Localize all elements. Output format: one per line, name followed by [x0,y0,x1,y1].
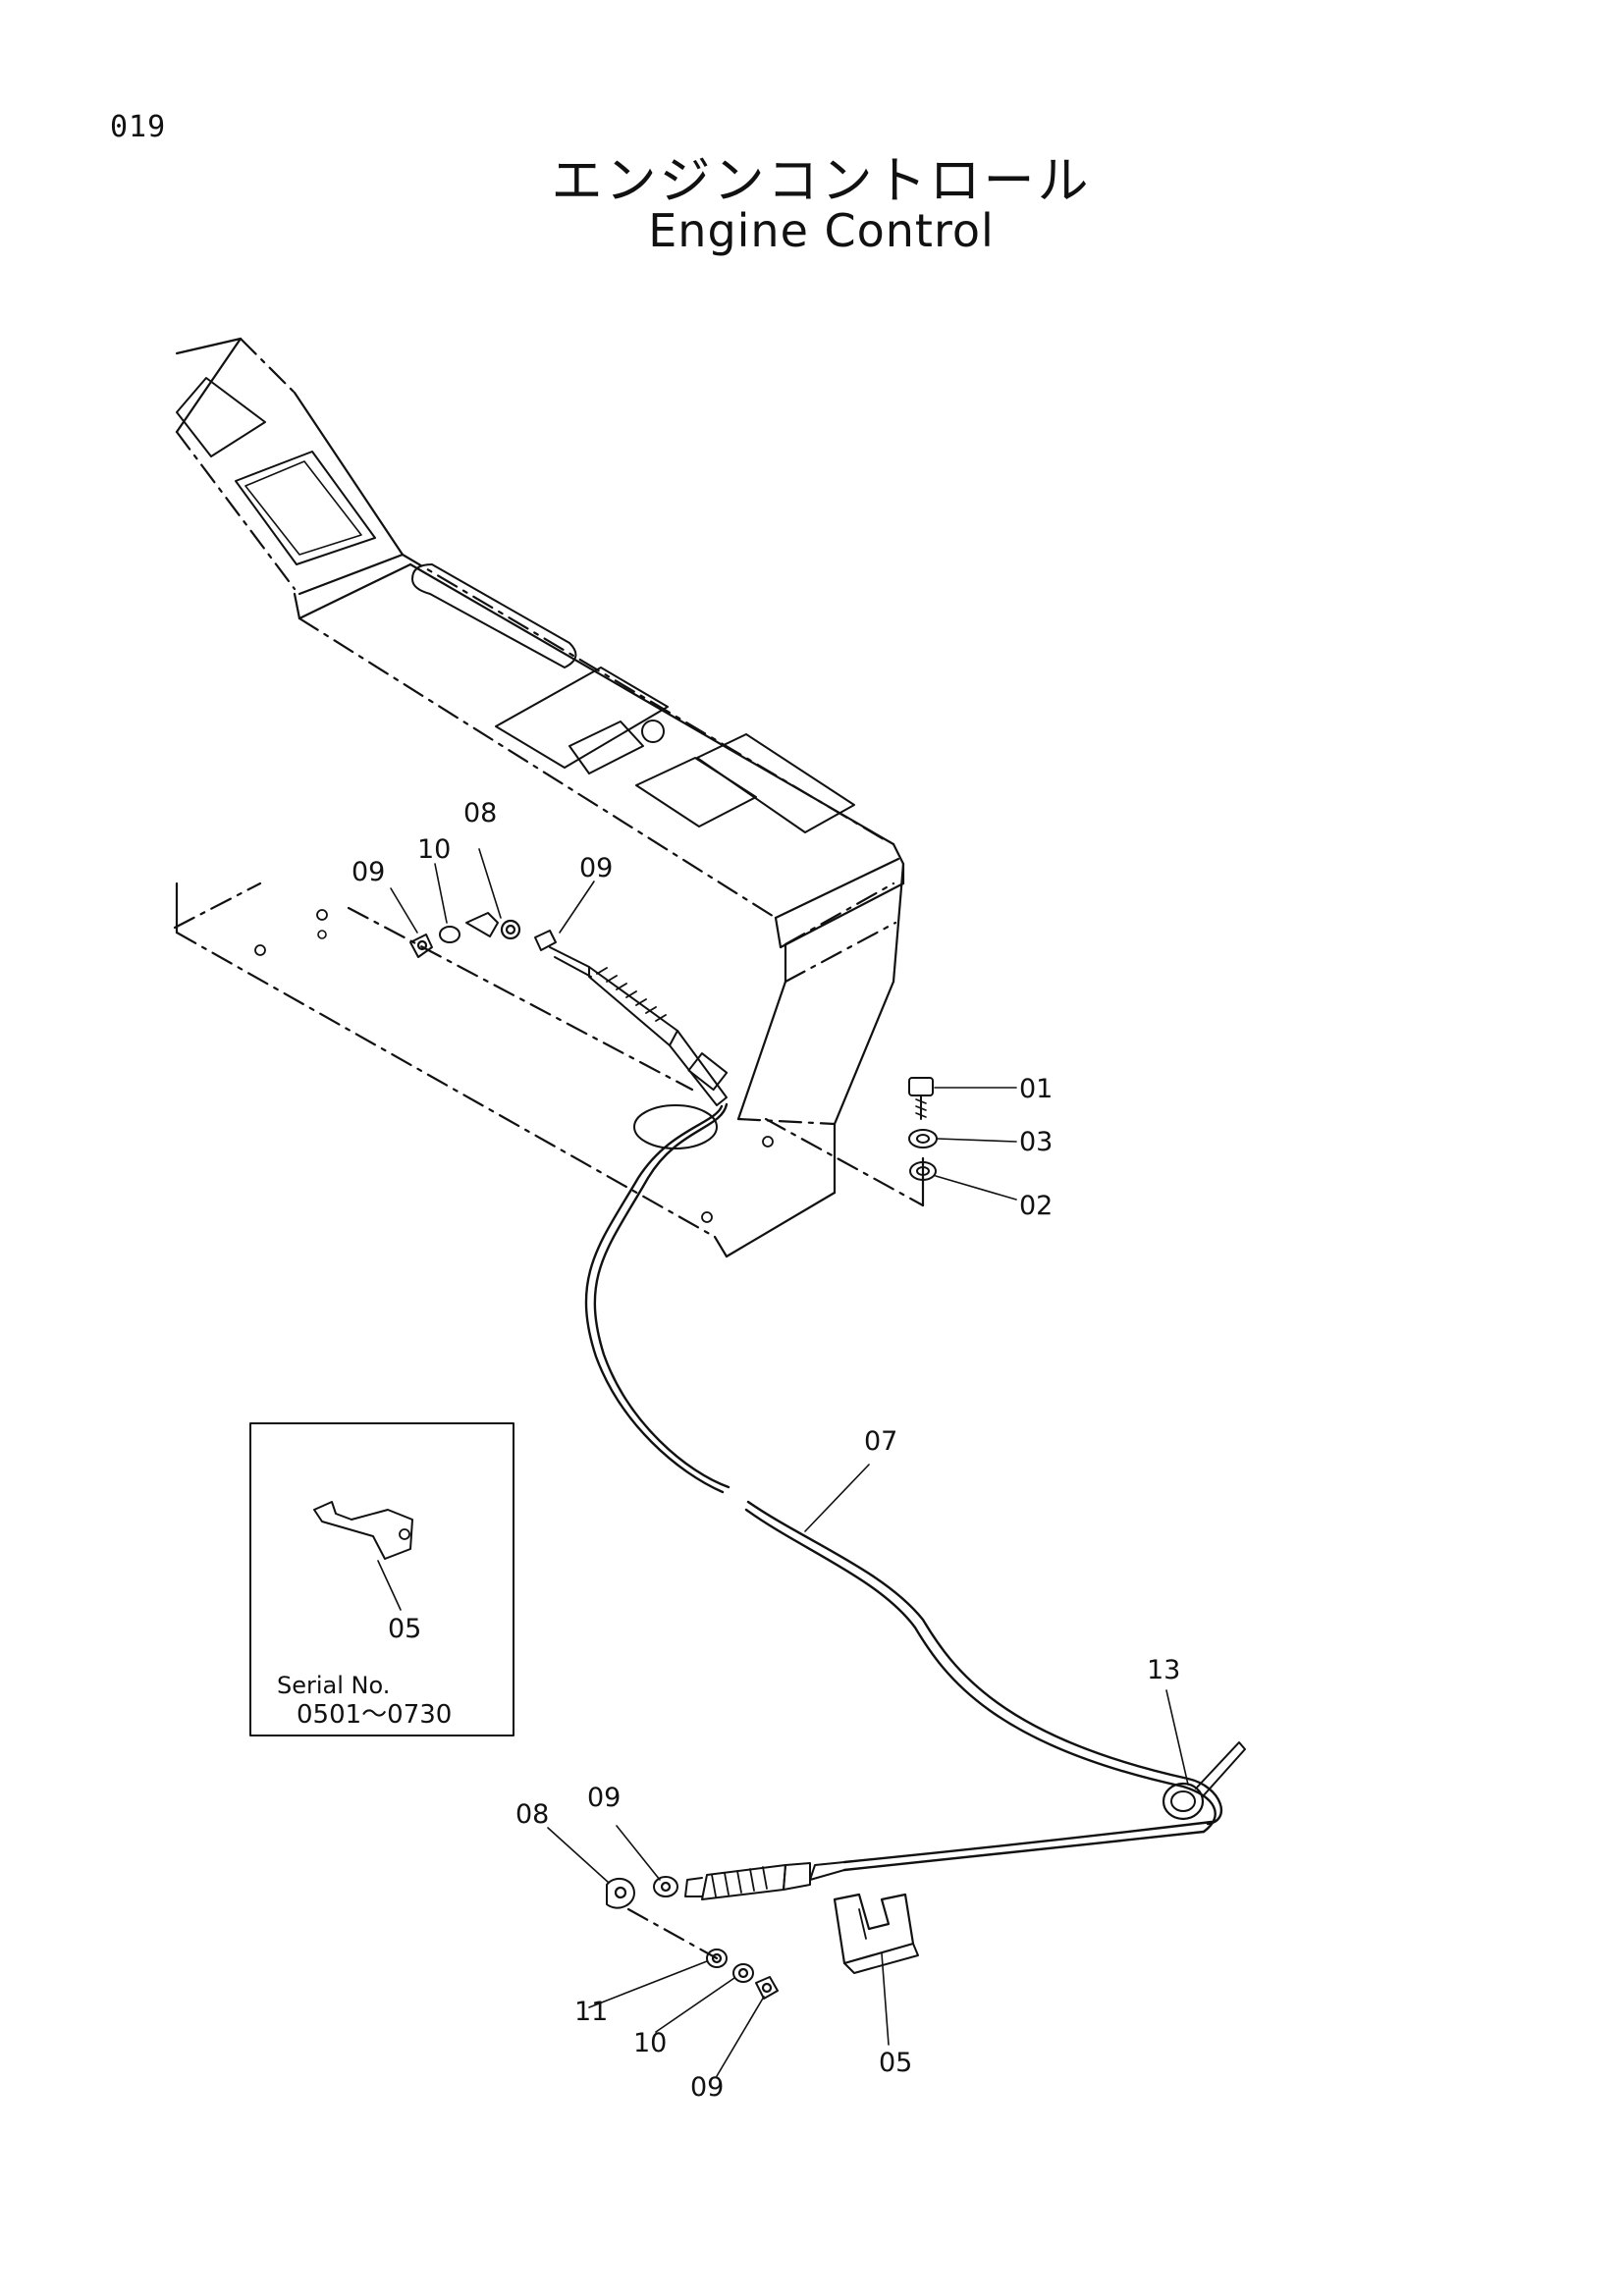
callout-07: 07 [864,1426,897,1457]
callout-05-lower: 05 [879,2048,912,2078]
callout-13: 13 [1147,1655,1180,1685]
serial-inset-box [249,1422,514,1736]
callout-10-upper: 10 [417,834,451,865]
inset-serial-label: Serial No. [277,1672,390,1699]
callout-03: 03 [1019,1127,1053,1157]
callout-08-lower: 08 [515,1799,549,1830]
callout-09-lower-top: 09 [587,1783,621,1813]
inset-serial-range: 0501〜0730 [297,1700,452,1730]
callout-09-upper-left: 09 [352,857,385,887]
callout-09-lower-bottom: 09 [690,2072,724,2103]
callout-11: 11 [574,1997,608,2027]
callout-02: 02 [1019,1191,1053,1221]
leader-lines [390,848,1189,2077]
bracket-05 [833,1893,919,1974]
upper-rod-assembly [347,906,729,1106]
page-number: 019 [110,110,167,144]
console-housing [173,337,925,1258]
callout-09-upper-right: 09 [579,853,613,883]
lower-rod-assembly [606,1861,845,2000]
title-japanese: エンジンコントロール [551,152,1092,211]
clip-13 [1162,1741,1246,1821]
bolt-washer-set [908,1077,938,1181]
title-english: Engine Control [648,204,995,257]
callout-08-upper: 08 [463,798,497,828]
callout-labels: 08 10 09 09 01 03 02 07 13 08 09 11 10 0… [277,798,1180,2103]
inset-callout-05: 05 [388,1614,421,1644]
callout-01: 01 [1019,1074,1053,1104]
callout-10-lower: 10 [633,2028,667,2058]
